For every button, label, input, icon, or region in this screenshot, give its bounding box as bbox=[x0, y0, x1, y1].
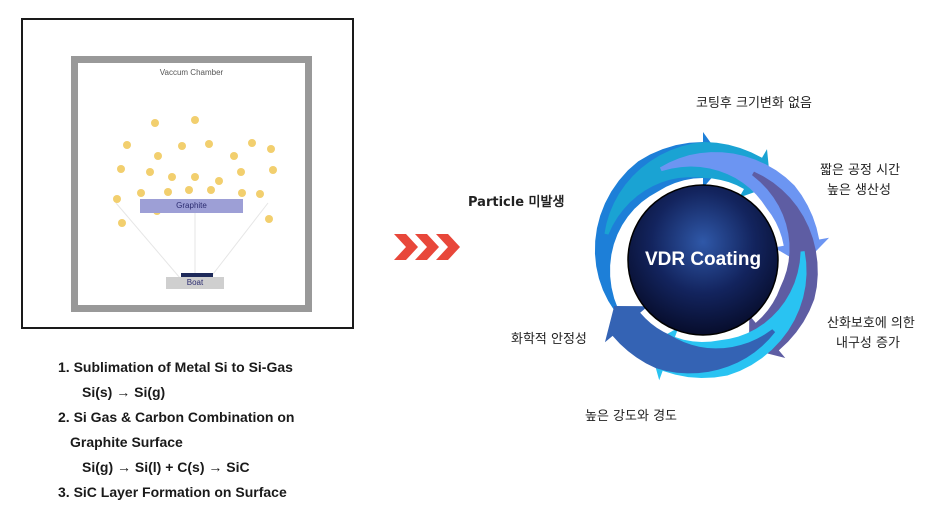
benefit-high-productivity: 높은 생산성 bbox=[827, 183, 891, 198]
particle bbox=[248, 139, 256, 147]
particle bbox=[164, 188, 172, 196]
particle bbox=[267, 145, 275, 153]
graphite-plate: Graphite bbox=[140, 199, 243, 213]
vapor-lines bbox=[115, 202, 269, 279]
particle bbox=[168, 173, 176, 181]
benefit-strength-hardness: 높은 강도와 경도 bbox=[585, 409, 677, 424]
center-circle bbox=[627, 184, 779, 336]
benefit-no-particles: Particle 미발생 bbox=[468, 195, 565, 210]
boat: Boat bbox=[166, 277, 224, 289]
boat-source bbox=[181, 273, 213, 277]
particle bbox=[265, 215, 273, 223]
particle bbox=[137, 189, 145, 197]
particle bbox=[146, 168, 154, 176]
step-1-formula: Si(s) → Si(g) bbox=[82, 384, 166, 400]
cycle-arrow bbox=[604, 306, 776, 374]
process-steps: 1. Sublimation of Metal Si to Si-Gas Si(… bbox=[0, 0, 360, 523]
particle bbox=[269, 166, 277, 174]
benefit-durability: 내구성 증가 bbox=[836, 336, 900, 351]
center-title: VDR Coating bbox=[644, 249, 762, 270]
particle bbox=[151, 119, 159, 127]
particle bbox=[215, 177, 223, 185]
particle bbox=[256, 190, 264, 198]
particle bbox=[237, 168, 245, 176]
vacuum-chamber: Vaccum Chamber Graphite Boat bbox=[71, 56, 312, 312]
benefit-no-size-change: 코팅후 크기변화 없음 bbox=[696, 96, 812, 111]
next-chevrons-icon bbox=[394, 234, 460, 260]
particle bbox=[118, 219, 126, 227]
benefit-short-process: 짧은 공정 시간 bbox=[820, 163, 901, 178]
particle bbox=[230, 152, 238, 160]
particle bbox=[154, 152, 162, 160]
step-3-title: 3. SiC Layer Formation on Surface bbox=[58, 484, 287, 500]
particle bbox=[185, 186, 193, 194]
particle bbox=[205, 140, 213, 148]
particle bbox=[207, 186, 215, 194]
particle bbox=[238, 189, 246, 197]
particle bbox=[191, 116, 199, 124]
cycle-arrow bbox=[659, 152, 830, 265]
step-2-title-cont: Graphite Surface bbox=[70, 434, 183, 450]
particle bbox=[178, 142, 186, 150]
chamber-label: Vaccum Chamber bbox=[159, 68, 224, 77]
cycle-arrow bbox=[749, 171, 818, 359]
particle bbox=[123, 141, 131, 149]
process-diagram: Vaccum Chamber Graphite Boat bbox=[21, 18, 354, 329]
step-2-title: 2. Si Gas & Carbon Combination on bbox=[58, 409, 295, 425]
step-1-title: 1. Sublimation of Metal Si to Si-Gas bbox=[58, 359, 293, 375]
particle bbox=[117, 165, 125, 173]
step-2-formula: Si(g) → Si(l) + C(s) → SiC bbox=[82, 459, 250, 475]
particle bbox=[191, 173, 199, 181]
benefit-chemical-stability: 화학적 안정성 bbox=[511, 332, 587, 347]
particle bbox=[113, 195, 121, 203]
benefit-oxidation-protection: 산화보호에 의한 bbox=[827, 316, 915, 331]
